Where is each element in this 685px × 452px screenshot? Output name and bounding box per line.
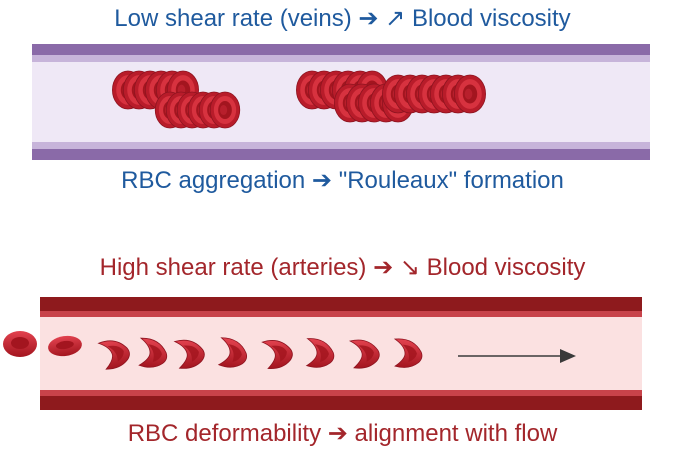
rouleaux-stacks	[112, 70, 486, 129]
rbc-disc	[454, 74, 486, 114]
rbc-deformed	[305, 338, 335, 368]
deformed-rbcs	[97, 337, 423, 370]
rbc-deformed	[261, 340, 293, 370]
artery-vessel	[40, 297, 642, 410]
rbc-deformed	[217, 337, 248, 368]
vein-wall-top-inner	[32, 55, 650, 62]
rbc-deformed	[97, 340, 130, 370]
rbc-deformed	[138, 337, 168, 368]
right-arrow-icon	[458, 349, 576, 363]
vein-wall-top	[32, 44, 650, 55]
artery-wall-bottom-inner	[40, 390, 642, 396]
entering-rbcs	[3, 331, 82, 357]
bottom-panel-title: High shear rate (arteries) ➔ ↘ Blood vis…	[99, 254, 586, 281]
rbc-deformed	[173, 339, 205, 369]
top-panel-title: Low shear rate (veins) ➔ ↗ Blood viscosi…	[114, 5, 571, 32]
rbc-deformed	[393, 338, 423, 368]
top-panel-subtitle: RBC aggregation ➔ "Rouleaux" formation	[121, 167, 564, 194]
rbc-disc	[48, 335, 82, 357]
rbc-deformed	[348, 339, 380, 369]
rbc-disc	[3, 331, 37, 357]
artery-wall-top	[40, 297, 642, 311]
artery-wall-bottom	[40, 396, 642, 410]
rbc-disc	[209, 91, 241, 129]
vein-wall-bottom-inner	[32, 142, 650, 149]
vein-wall-bottom	[32, 149, 650, 160]
artery-wall-top-inner	[40, 311, 642, 317]
bottom-panel-subtitle: RBC deformability ➔ alignment with flow	[127, 420, 558, 447]
